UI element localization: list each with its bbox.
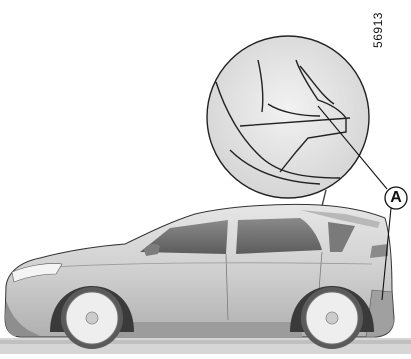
car-illustration (5, 190, 394, 349)
magnified-detail-circle (207, 36, 369, 198)
car-sill (112, 322, 302, 337)
figure-reference-code: 56913 (371, 12, 385, 48)
antenna (322, 190, 326, 206)
callout-label: A (390, 190, 402, 206)
tail-light (370, 244, 388, 258)
